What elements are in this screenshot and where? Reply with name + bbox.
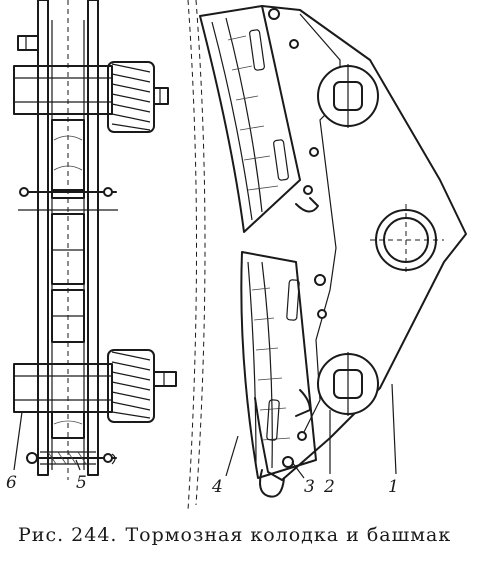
upper-brake-shoe <box>199 5 319 233</box>
figure-title: Тормозная колодка и башмак <box>125 524 452 546</box>
front-view <box>187 0 467 511</box>
central-pivot-pin <box>370 204 444 276</box>
leader-1 <box>391 383 397 475</box>
leader-3 <box>291 461 305 479</box>
callout-3: 3 <box>304 477 315 497</box>
leader-5 <box>75 459 81 471</box>
upper-pin <box>13 65 113 115</box>
side-view <box>13 0 177 480</box>
callout-2: 2 <box>323 477 335 497</box>
callout-1: 1 <box>388 477 399 497</box>
wheel-rim-line <box>187 0 197 511</box>
callout-6: 6 <box>6 473 17 493</box>
leader-6 <box>13 411 23 471</box>
shoe-holder-outline <box>254 5 467 481</box>
lower-spring <box>107 349 177 423</box>
upper-pivot-pin <box>317 64 379 128</box>
upper-spring <box>107 61 169 133</box>
side-plate-left <box>37 0 49 476</box>
figure-caption: Рис. 244. Тормозная колодка и башмак <box>18 524 468 546</box>
leader-4 <box>225 435 239 477</box>
callout-5: 5 <box>76 473 87 493</box>
callout-4: 4 <box>211 477 223 497</box>
side-plate-right <box>87 0 99 476</box>
brake-shoe-drawing: 6 5 4 3 2 1 <box>6 0 467 511</box>
figure-number: Рис. 244. <box>18 524 118 546</box>
lower-brake-shoe <box>240 251 327 498</box>
lower-pivot-pin <box>317 352 379 416</box>
